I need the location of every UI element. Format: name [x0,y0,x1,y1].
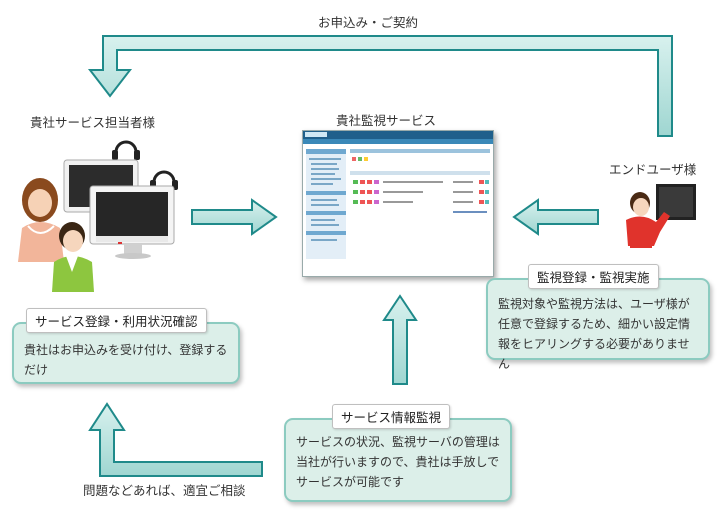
arrow-client-to-service [191,198,278,236]
service-screenshot [302,130,494,277]
enduser-info-tag: 監視登録・監視実施 [528,264,659,289]
enduser-info-text: 監視対象や監視方法は、ユーザ様が任意で登録するため、細かい設定情報をヒアリングす… [498,297,691,371]
monitor-info-text: サービスの状況、監視サーバの管理は当社が行いますので、貴社は手放しでサービスが可… [296,435,500,489]
service-title: 貴社監視サービス [336,113,437,128]
headset-icon [114,140,176,183]
monitor-info-box: サービスの状況、監視サーバの管理は当社が行いますので、貴社は手放しでサービスが可… [284,418,512,502]
arrow-consult [88,402,263,477]
monitor-info-tag: サービス情報監視 [332,404,451,429]
arrow-contract [87,35,673,137]
person-woman [18,178,64,262]
top-label: お申込み・ご契約 [318,15,419,30]
client-info-tag: サービス登録・利用状況確認 [26,308,207,333]
person-man [52,222,94,292]
client-info-text: 貴社はお申込みを受け付け、登録するだけ [24,343,228,377]
person-enduser [626,184,696,248]
enduser-info-box: 監視対象や監視方法は、ユーザ様が任意で登録するため、細かい設定情報をヒアリングす… [486,278,710,371]
arrow-monitor-to-service [382,294,418,385]
arrow-user-to-service [512,198,599,236]
enduser-title: エンドユーザ様 [609,162,697,177]
client-title: 貴社サービス担当者様 [30,115,156,130]
bottom-label: 問題などあれば、適宜ご相談 [83,483,246,498]
monitor-front [89,185,175,259]
